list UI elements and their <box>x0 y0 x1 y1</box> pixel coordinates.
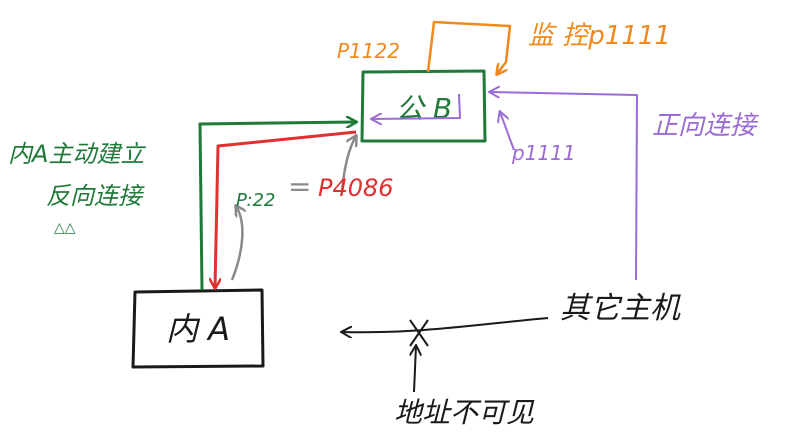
p1122-label: P1122 <box>337 39 400 63</box>
public-b-label: 公 B <box>396 92 452 125</box>
equals-label: = <box>288 170 311 203</box>
unreachable-label: 地址不可见 <box>394 396 535 429</box>
listen-label: 监 控p1111 <box>528 21 671 51</box>
port-mapping-arrow-top <box>340 136 356 193</box>
port-mapping-arrow <box>230 206 242 281</box>
node-public-b: 公 B <box>360 69 487 143</box>
reverse-connection-arrow <box>198 122 356 291</box>
blocked-direct-arrow <box>342 317 549 332</box>
forward-label: 正向连接 <box>652 111 759 141</box>
p1111-label: p1111 <box>511 141 576 165</box>
listen-loop-arrow <box>426 20 512 74</box>
internal-a-label: 内 A <box>166 310 230 348</box>
node-internal-a: 内 A <box>131 288 265 369</box>
p1111-pointer <box>500 112 515 151</box>
reverse-label-mark: △△ <box>54 220 76 236</box>
forward-connection-arrow <box>490 92 638 281</box>
public-b-box <box>360 69 487 143</box>
forward-inner-arrow <box>372 93 461 119</box>
internal-a-box <box>131 288 265 369</box>
reverse-label-line1: 内A主动建立 <box>8 140 146 168</box>
reverse-label-line2: 反向连接 <box>46 182 145 210</box>
unreachable-pointer <box>414 346 416 393</box>
tunnel-arrow <box>215 130 357 288</box>
blocked-cross-mark <box>409 319 429 347</box>
p4086-label: P4086 <box>318 174 394 202</box>
other-host-label: 其它主机 <box>560 291 681 326</box>
p22-label: P:22 <box>236 190 276 211</box>
